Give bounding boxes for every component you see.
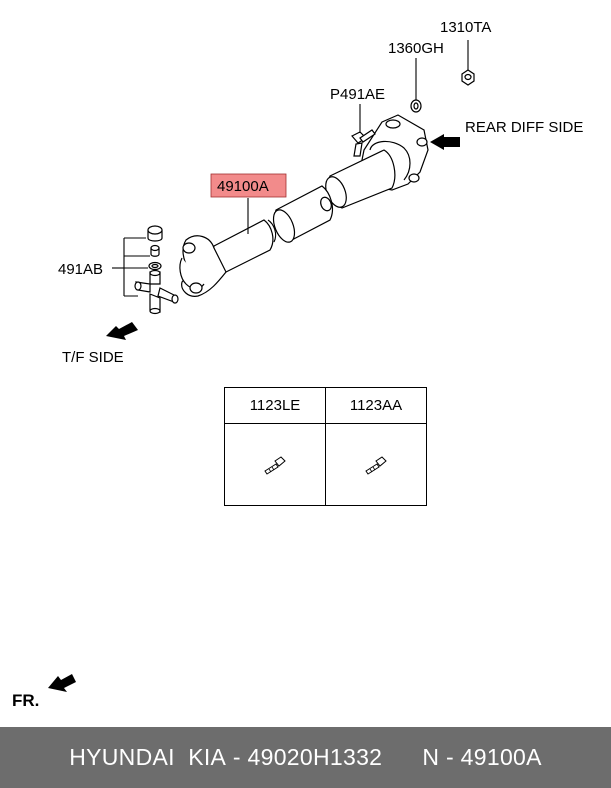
callout-nut: 1310TA	[440, 19, 491, 36]
bolt-icon	[264, 455, 286, 475]
shaft-highlight	[210, 173, 287, 198]
front-arrow-icon	[106, 322, 138, 340]
callout-joint-kit: 491AB	[58, 261, 103, 278]
orientation-label: FR.	[12, 691, 39, 710]
fastener-table: 1123LE 1123AA	[224, 387, 427, 506]
table-cell-left	[225, 424, 326, 505]
footer-part-number: 49020H1332	[247, 744, 383, 770]
universal-joint-kit	[112, 225, 179, 315]
table-header-right: 1123AA	[326, 388, 426, 424]
footer-ref: N - 49100A	[422, 744, 542, 770]
rear-hardware	[351, 69, 475, 157]
rear-arrow-icon	[430, 134, 460, 150]
front-direction-label: T/F SIDE	[62, 349, 124, 366]
bolt-icon	[365, 455, 387, 475]
rear-direction-label: REAR DIFF SIDE	[465, 119, 583, 136]
callout-shaft: 49100A	[217, 178, 269, 195]
callout-bolt: P491AE	[330, 86, 385, 103]
callout-washer: 1360GH	[388, 40, 444, 57]
leader-lines	[247, 40, 469, 234]
footer-bar: HYUNDAI KIA - 49020H1332 N - 49100A	[0, 727, 611, 788]
fr-arrow-icon	[48, 674, 76, 692]
table-header-left: 1123LE	[225, 388, 326, 424]
parts-diagram: 1310TA 1360GH P491AE 49100A 491AB REAR D…	[12, 19, 583, 710]
footer-spacer	[382, 744, 422, 771]
footer-separator: -	[226, 744, 248, 770]
footer-brand: HYUNDAI KIA	[69, 744, 227, 770]
table-cell-right	[326, 424, 426, 505]
propeller-shaft-drawing	[179, 114, 429, 297]
